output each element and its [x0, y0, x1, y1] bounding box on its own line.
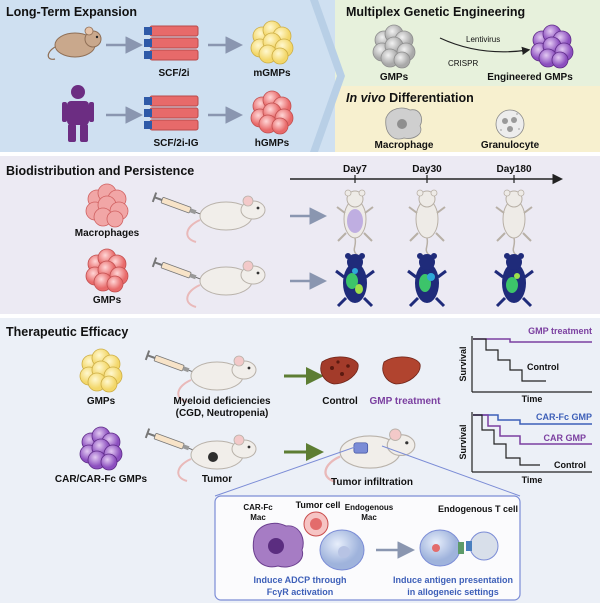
macrophage-label: Macrophage	[375, 140, 434, 151]
flat-mouse-day7	[336, 189, 374, 256]
mouse-product-label: mGMPs	[253, 68, 291, 79]
efficacy-row2-cells-label: CAR/CAR-Fc GMPs	[55, 474, 148, 485]
efficacy-row1-treatment-label: GMP treatment	[370, 396, 442, 407]
plot1-xlabel: Time	[522, 394, 543, 404]
inset-caption2-line1: Induce antigen presentation	[393, 575, 513, 585]
timepoint-day30: Day30	[412, 164, 442, 175]
car-fc-macrophage-icon	[252, 522, 304, 568]
plot1-control-label: Control	[527, 362, 559, 372]
culture-flask-icon	[144, 25, 199, 61]
expansion-title: Long-Term Expansion	[6, 5, 137, 19]
tumor-cell-icon	[303, 511, 329, 537]
antigen-presenting-cell-icon	[419, 529, 464, 567]
t-cell-icon	[466, 531, 499, 561]
human-culture-label: SCF/2i-IG	[153, 138, 198, 149]
plot2-car-fc-curve	[473, 414, 592, 425]
crispr-label: CRISPR	[448, 59, 478, 68]
inset-caption1-line2: FcγR activation	[267, 587, 334, 597]
human-icon	[62, 85, 94, 142]
survival-plot-1: Survival Time GMP treatment Control	[458, 326, 592, 404]
human-product-label: hGMPs	[255, 138, 290, 149]
culture-flask-icon	[144, 95, 199, 131]
plot2-ylabel: Survival	[458, 424, 468, 459]
survival-plot-2: Survival Time CAR-Fc GMP CAR GMP Control	[458, 412, 592, 485]
efficacy-row1-condition-line1: Myeloid deficiencies	[173, 396, 271, 407]
row-macrophages-label: Macrophages	[75, 228, 140, 239]
timepoint-day7: Day7	[343, 164, 367, 175]
mouse-icon	[47, 26, 102, 60]
inset-tumor-cell-label: Tumor cell	[296, 500, 341, 510]
plot1-treatment-curve	[473, 338, 592, 343]
inset-car-mac-line1: CAR-Fc	[243, 503, 273, 512]
lentivirus-label: Lentivirus	[466, 35, 500, 44]
plot2-car-fc-label: CAR-Fc GMP	[536, 412, 592, 422]
imaging-mouse-day30	[407, 253, 447, 308]
inset-endo-t-label: Endogenous T cell	[438, 504, 518, 514]
macrophage-icon	[385, 107, 422, 140]
engineering-title: Multiplex Genetic Engineering	[346, 5, 525, 19]
plot2-car-label: CAR GMP	[544, 433, 587, 443]
plot2-car-curve	[473, 414, 592, 445]
inset-endo-mac-line1: Endogenous	[345, 503, 394, 512]
mouse-silhouette-icon	[324, 427, 417, 484]
inset-endo-mac-line2: Mac	[361, 513, 377, 522]
inset-caption2-line2: in allogeneic settings	[407, 587, 499, 597]
differentiation-title: In vivo Differentiation	[346, 91, 474, 105]
timepoint-day180: Day180	[496, 164, 531, 175]
efficacy-row1-cells-label: GMPs	[87, 396, 116, 407]
differentiation-title-italic: In vivo	[346, 91, 386, 105]
plot2-control-label: Control	[554, 460, 586, 470]
mouse-culture-label: SCF/2i	[158, 68, 189, 79]
plot1-ylabel: Survival	[458, 346, 468, 381]
plot2-xlabel: Time	[522, 475, 543, 485]
endogenous-macrophage-icon	[319, 529, 365, 571]
plot1-treatment-label: GMP treatment	[528, 326, 592, 336]
engineering-output-label: Engineered GMPs	[487, 72, 573, 83]
imaging-mouse-day180	[494, 253, 534, 308]
liver-icon	[382, 356, 421, 385]
mechanism-inset	[214, 495, 521, 601]
efficacy-title: Therapeutic Efficacy	[6, 325, 128, 339]
differentiation-title-rest: Differentiation	[386, 91, 474, 105]
plot1-control-curve	[473, 338, 546, 382]
efficacy-row1-control-label: Control	[322, 396, 358, 407]
biodistribution-title: Biodistribution and Persistence	[6, 164, 194, 178]
granulocyte-label: Granulocyte	[481, 140, 540, 151]
efficacy-row2-condition-label: Tumor	[202, 474, 232, 485]
mouse-silhouette-icon	[177, 434, 257, 482]
liver-icon	[320, 356, 359, 385]
efficacy-row2-outcome-label: Tumor infiltration	[331, 477, 413, 488]
efficacy-row1-condition-line2: (CGD, Neutropenia)	[176, 408, 269, 419]
imaging-mouse-day7	[335, 253, 375, 308]
row-gmps-label: GMPs	[93, 295, 122, 306]
granulocyte-icon	[495, 109, 525, 139]
inset-car-mac-line2: Mac	[250, 513, 266, 522]
inset-caption1-line1: Induce ADCP through	[254, 575, 347, 585]
plot2-control-curve	[473, 414, 540, 466]
engineering-input-label: GMPs	[380, 72, 409, 83]
